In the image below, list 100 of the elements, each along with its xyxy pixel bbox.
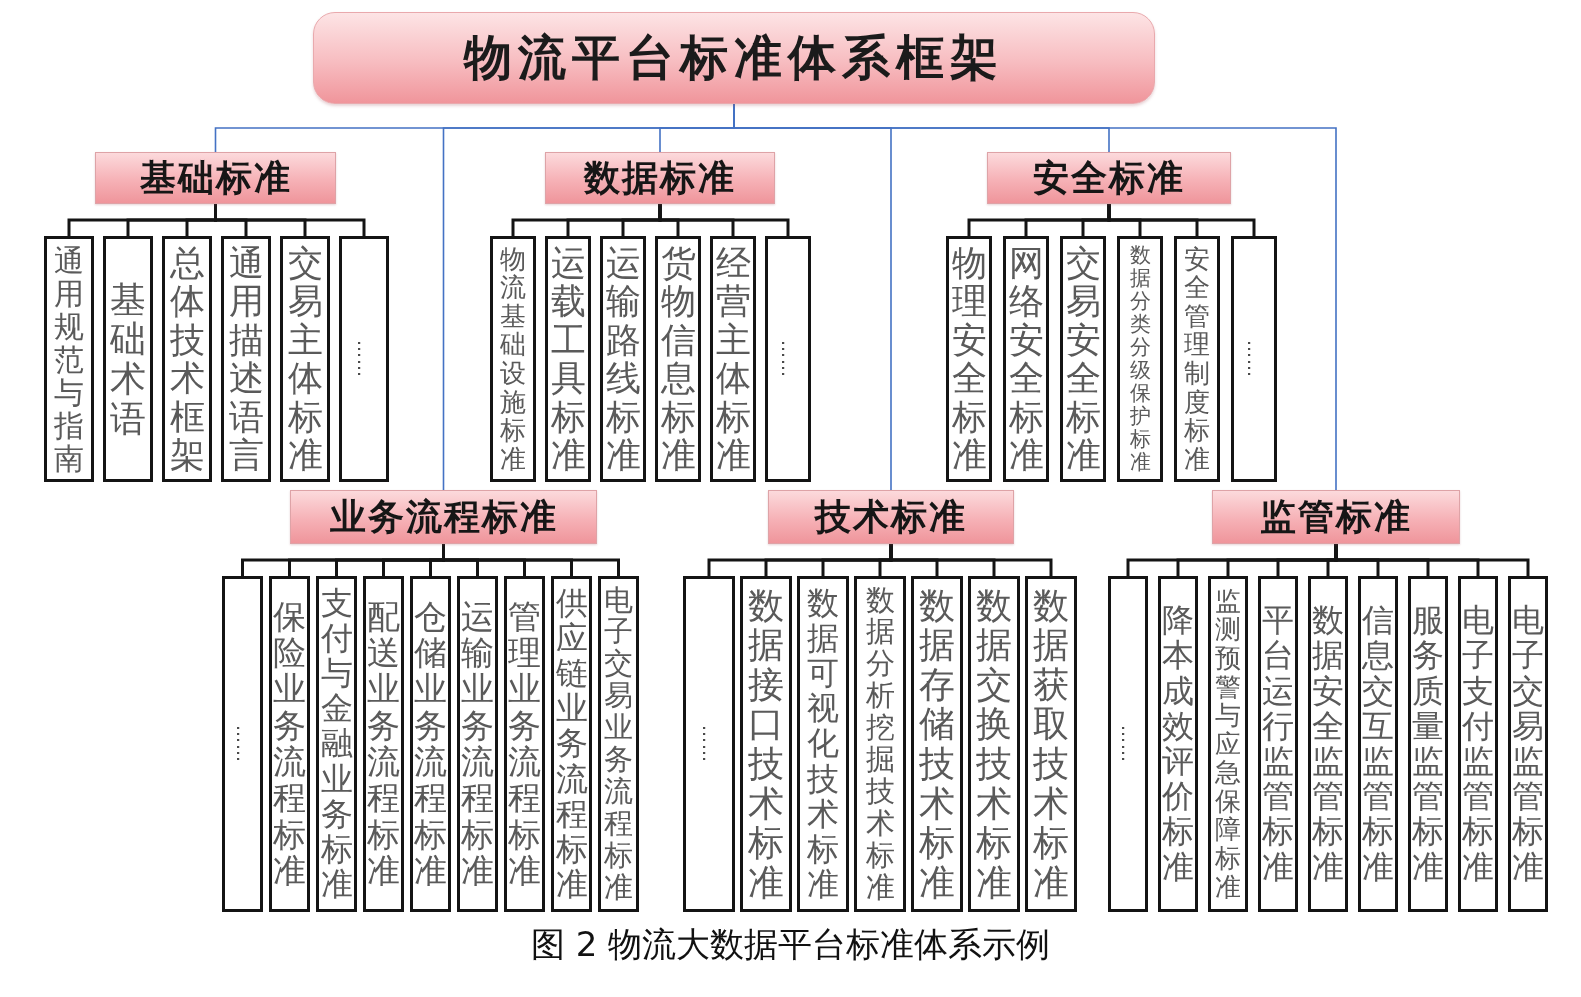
standard-label: 数据安全监管标准 (1312, 603, 1344, 885)
standard-box (551, 576, 592, 912)
standard-box (600, 236, 646, 482)
standard-box (1508, 576, 1548, 912)
standard-label: 平台运行监管标准 (1262, 603, 1294, 885)
standard-box (1108, 576, 1148, 912)
standard-box (797, 576, 849, 912)
standard-label: 基础术语 (110, 279, 146, 439)
standard-label: 数据接口技术标准 (748, 585, 784, 903)
standard-box (1258, 576, 1298, 912)
category-title: 技术标准 (815, 496, 967, 538)
standard-label: 配送业务流程标准 (367, 598, 400, 890)
standard-box (162, 236, 212, 482)
standard-box (363, 576, 404, 912)
standard-label: 安全管理制度标准 (1184, 244, 1210, 474)
standard-label: 货物信息标准 (660, 243, 696, 475)
standard-label: 运载工具标准 (550, 243, 586, 475)
category-box (1212, 490, 1460, 544)
standard-box (1060, 236, 1106, 482)
standard-label: 通用描述语言 (228, 243, 264, 475)
standard-label: 总体技术框架 (169, 243, 205, 475)
standard-label: 交易主体标准 (287, 243, 323, 475)
standard-box (316, 576, 357, 912)
standard-box (1458, 576, 1498, 912)
category-box (95, 152, 336, 204)
standard-box (1003, 236, 1049, 482)
standard-box (655, 236, 701, 482)
standard-label: 数据获取技术标准 (1033, 585, 1069, 903)
standard-box (410, 576, 451, 912)
standard-box (221, 236, 271, 482)
standard-label: 供应链业务流程标准 (555, 585, 588, 903)
standard-box (490, 236, 536, 482)
standard-label: 经营主体标准 (715, 243, 751, 475)
standard-label: 电子支付监管标准 (1462, 603, 1494, 885)
standard-box (1358, 576, 1398, 912)
standard-box (740, 576, 792, 912)
standard-label: 支付与金融业务标准 (320, 585, 353, 903)
standard-label: 保险业务流程标准 (273, 598, 306, 890)
standard-label: 电子交易监管标准 (1512, 603, 1544, 885)
standard-label: 数据可视化技术标准 (807, 585, 839, 903)
connector-line (214, 204, 366, 236)
category-box (768, 490, 1014, 544)
standard-label: 信息交互监管标准 (1362, 603, 1394, 885)
standard-label: 交易安全标准 (1065, 243, 1101, 475)
connector-line (442, 544, 620, 576)
standard-label: 电子交易业务流程标准 (604, 584, 633, 904)
standard-box (968, 576, 1020, 912)
standard-label: 仓储业务流程标准 (414, 598, 447, 890)
standard-box (854, 576, 906, 912)
standard-box (946, 236, 992, 482)
standard-label: 物理安全标准 (951, 243, 987, 475)
standard-label: 数据存储技术标准 (919, 585, 955, 903)
framework-title: 物流平台标准体系框架 (464, 28, 1004, 87)
standard-label: 数据交换技术标准 (976, 585, 1012, 903)
ellipsis-label: …… (1119, 725, 1137, 763)
category-title: 基础标准 (139, 157, 292, 199)
standard-label: 数据分析挖掘技术标准 (865, 584, 895, 904)
standard-box (911, 576, 963, 912)
connector-line (1107, 204, 1256, 236)
framework-title-box (313, 12, 1155, 104)
ellipsis-label: …… (355, 340, 373, 378)
standard-label: 降本成效评价标准 (1162, 603, 1194, 885)
standard-box (1174, 236, 1220, 482)
standard-box (683, 576, 735, 912)
standard-box (457, 576, 498, 912)
standard-box (1208, 576, 1248, 912)
standard-box (1308, 576, 1348, 912)
figure-caption: 图 2 物流大数据平台标准体系示例 (530, 924, 1051, 965)
standard-box (1408, 576, 1448, 912)
standard-box (1117, 236, 1163, 482)
standard-label: 运输路线标准 (605, 243, 641, 475)
standard-box (269, 576, 310, 912)
standard-label: 物流基础设施标准 (500, 244, 526, 474)
standard-box (1025, 576, 1077, 912)
category-title: 安全标准 (1033, 157, 1185, 199)
ellipsis-label: …… (700, 725, 718, 763)
standard-box (339, 236, 389, 482)
ellipsis-label: …… (233, 725, 252, 763)
standard-label: 管理业务流程标准 (508, 598, 541, 890)
ellipsis-label: …… (779, 340, 797, 378)
standard-box (765, 236, 811, 482)
standard-box (1158, 576, 1198, 912)
category-box (290, 490, 597, 544)
standard-box (545, 236, 591, 482)
standard-label: 网络安全标准 (1008, 243, 1044, 475)
standard-box (710, 236, 756, 482)
category-title: 监管标准 (1260, 496, 1412, 538)
category-title: 业务流程标准 (329, 496, 558, 538)
standard-box (280, 236, 330, 482)
standard-label: 通用规范与指南 (54, 243, 84, 475)
standard-label: 服务质量监管标准 (1412, 603, 1444, 885)
category-box (545, 152, 775, 204)
connector-line (658, 204, 790, 236)
standard-box (504, 576, 545, 912)
standard-label: 数据分类分级保护标准 (1129, 243, 1151, 475)
standard-box (1231, 236, 1277, 482)
standard-label: 监测预警与应急保障标准 (1215, 586, 1241, 902)
category-title: 数据标准 (584, 157, 736, 199)
standard-label: 运输业务流程标准 (461, 598, 494, 890)
ellipsis-label: …… (1245, 340, 1263, 378)
